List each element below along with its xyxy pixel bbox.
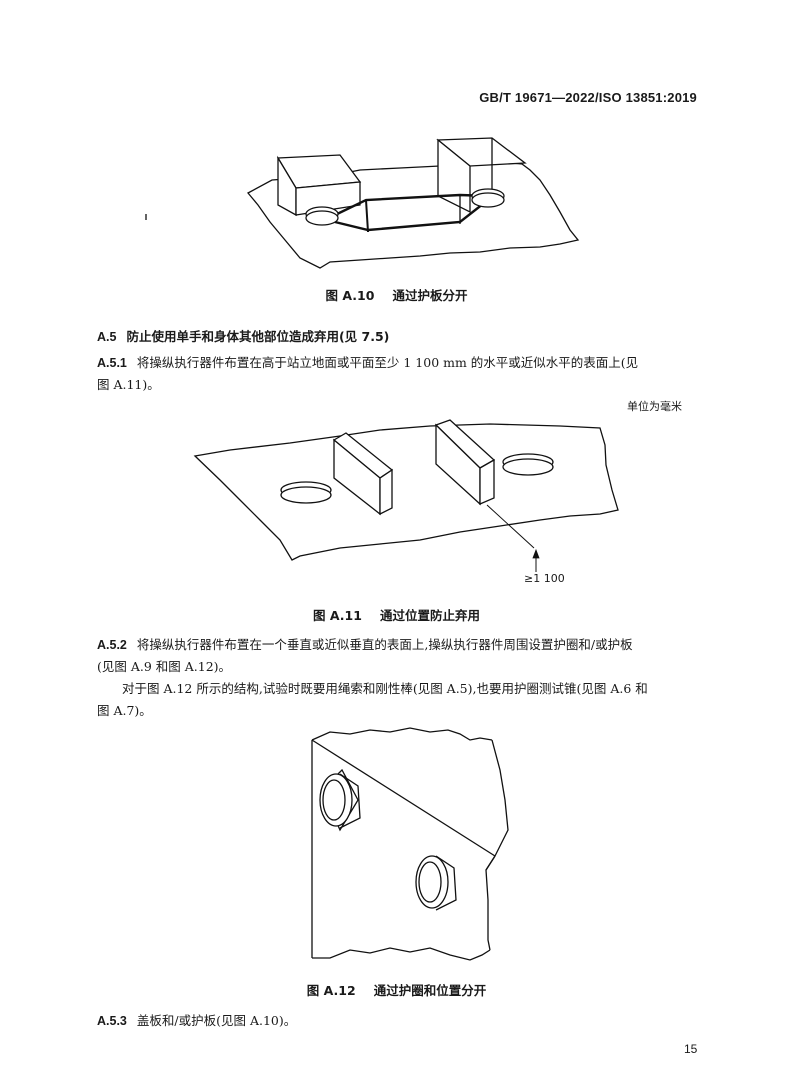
figure-title: 通过位置防止弃用 (379, 608, 480, 623)
figure-a11-caption: 图 A.11 通过位置防止弃用 (0, 605, 793, 624)
clause-a53: A.5.3 盖板和/或护板(见图 A.10)。 (97, 1010, 296, 1032)
figure-number: 图 A.11 (313, 608, 362, 623)
section-title: 防止使用单手和身体其他部位造成弃用(见 7.5) (126, 329, 390, 344)
figure-title: 通过护板分开 (392, 288, 468, 303)
figure-a10-caption: 图 A.10 通过护板分开 (0, 285, 793, 304)
clause-number: A.5.2 (97, 638, 127, 652)
clause-text-cont: 图 A.11)。 (97, 377, 160, 392)
clause-paragraph-cont: 图 A.7)。 (97, 703, 152, 718)
section-heading: A.5 防止使用单手和身体其他部位造成弃用(见 7.5) (97, 326, 389, 345)
clause-text: 盖板和/或护板(见图 A.10)。 (136, 1013, 297, 1028)
units-note: 单位为毫米 (627, 400, 682, 413)
clause-a51: A.5.1 将操纵执行器件布置在高于站立地面或平面至少 1 100 mm 的水平或… (97, 352, 697, 396)
figure-a12-caption: 图 A.12 通过护圈和位置分开 (0, 980, 793, 999)
figure-a12-drawing (311, 727, 509, 961)
figure-a10-drawing (145, 137, 580, 269)
clause-text: 将操纵执行器件布置在一个垂直或近似垂直的表面上,操纵执行器件周围设置护圈和/或护… (136, 637, 633, 652)
clause-text: 将操纵执行器件布置在高于站立地面或平面至少 1 100 mm 的水平或近似水平的… (136, 355, 639, 370)
figure-number: 图 A.10 (325, 288, 375, 303)
figure-title: 通过护圈和位置分开 (373, 983, 487, 998)
clause-paragraph: 对于图 A.12 所示的结构,试验时既要用绳索和刚性棒(见图 A.5),也要用护… (122, 681, 648, 696)
clause-text-cont: (见图 A.9 和图 A.12)。 (97, 659, 232, 674)
figure-number: 图 A.12 (306, 983, 356, 998)
clause-number: A.5.1 (97, 356, 127, 370)
section-number: A.5 (97, 330, 117, 344)
standard-header: GB/T 19671—2022/ISO 13851:2019 (479, 90, 697, 105)
dimension-label: ≥1 100 (524, 572, 565, 585)
page-number: 15 (684, 1042, 698, 1056)
clause-a52: A.5.2 将操纵执行器件布置在一个垂直或近似垂直的表面上,操纵执行器件周围设置护… (97, 634, 707, 722)
clause-number: A.5.3 (97, 1014, 127, 1028)
figure-a11-drawing (193, 419, 619, 572)
